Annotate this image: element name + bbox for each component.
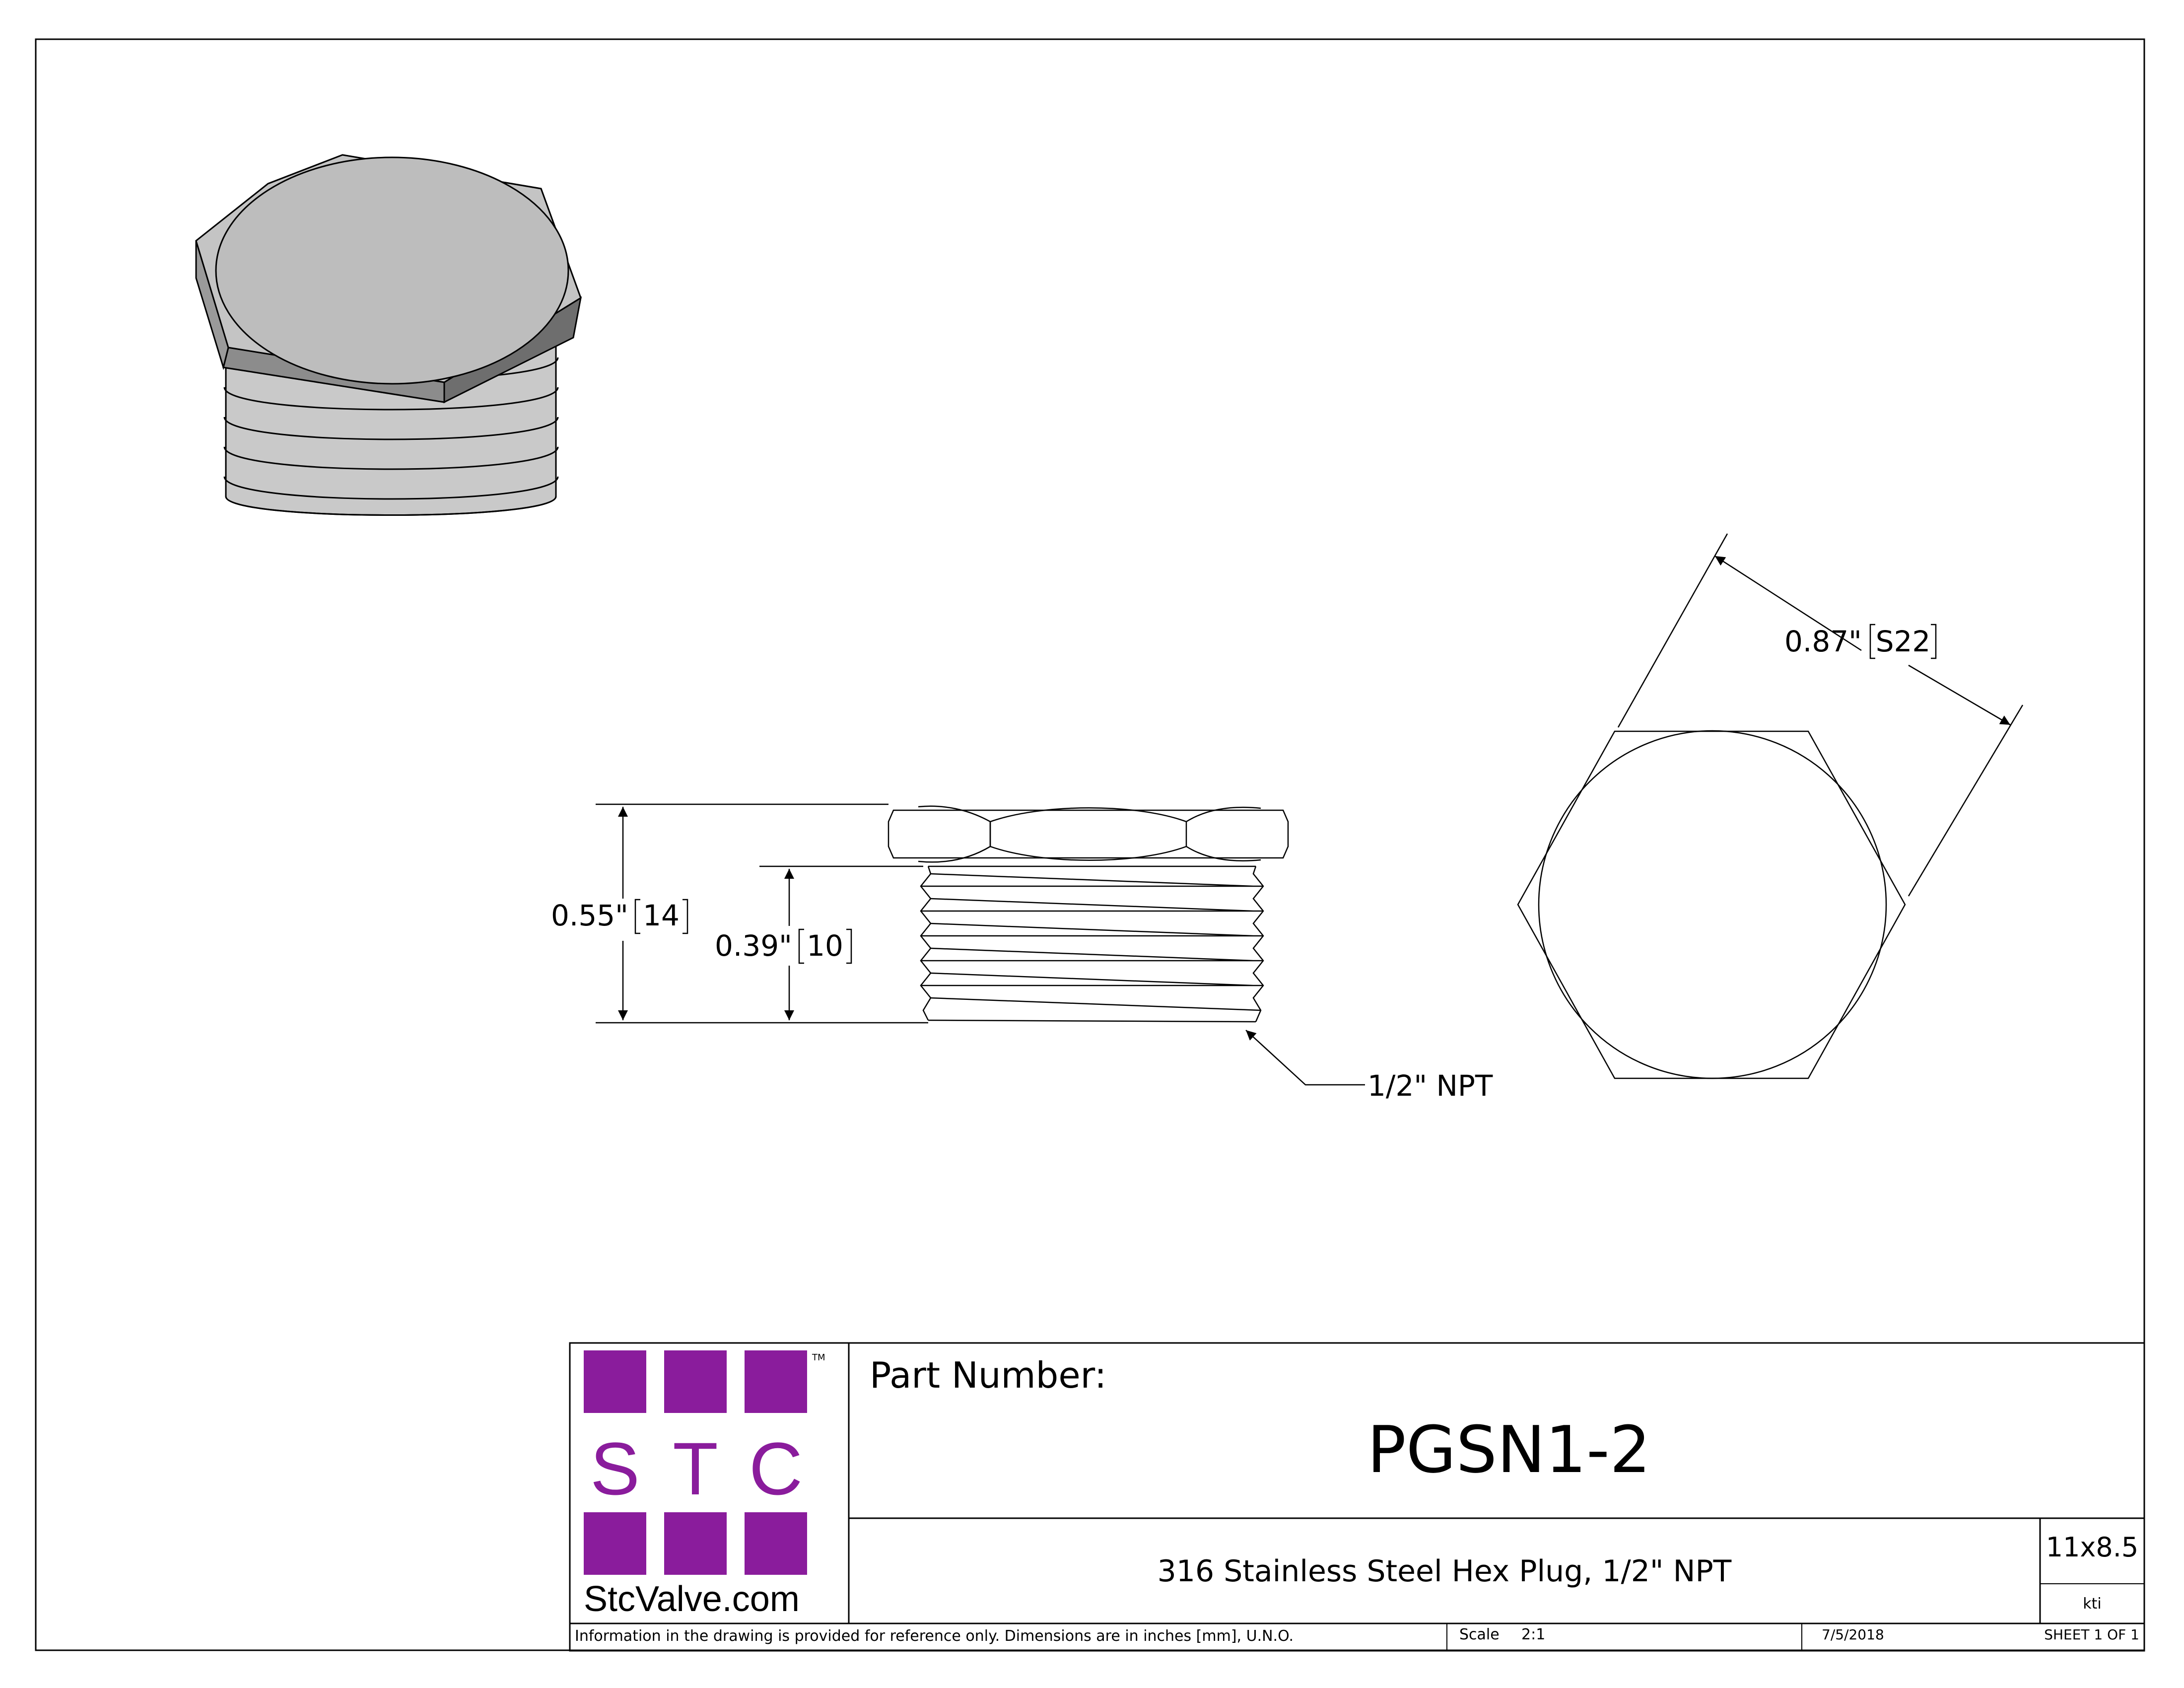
logo-trademark: TM	[812, 1352, 825, 1363]
scale-value: 2:1	[1521, 1626, 1545, 1643]
drawing-date: 7/5/2018	[1822, 1626, 1884, 1643]
part-description: 316 Stainless Steel Hex Plug, 1/2" NPT	[1158, 1554, 1732, 1589]
side-thread-profile	[920, 866, 1264, 1022]
drawn-by: kti	[2083, 1595, 2101, 1613]
logo-square	[584, 1512, 646, 1575]
logo-square	[584, 1350, 646, 1413]
thread-length-label: 0.39" 10	[715, 928, 852, 964]
logo-letter-c: C	[749, 1427, 803, 1510]
sheet-size: 11x8.5	[2046, 1532, 2139, 1563]
scale-label: Scale	[1459, 1626, 1500, 1643]
iso-hex-head	[195, 154, 582, 404]
part-number-label: Part Number:	[870, 1354, 1106, 1396]
hex-flats-mm: S22	[1876, 625, 1931, 658]
logo-square	[664, 1512, 727, 1575]
overall-height-value: 0.55"	[551, 899, 628, 932]
hex-flats-label: 0.87" S22	[1784, 624, 1937, 659]
isometric-view	[195, 154, 582, 516]
logo-square	[745, 1350, 807, 1413]
hex-flats-dim-line	[1714, 555, 1862, 651]
logo-letter-t: T	[673, 1427, 718, 1510]
logo-letter-s: S	[590, 1427, 640, 1510]
top-view	[1517, 533, 2024, 1079]
part-number: PGSN1-2	[1367, 1412, 1650, 1487]
disclaimer: Information in the drawing is provided f…	[575, 1627, 1294, 1645]
side-view	[596, 803, 1365, 1086]
side-hex-head	[887, 809, 1289, 859]
logo-square	[745, 1512, 807, 1575]
logo-website: StcValve.com	[584, 1579, 800, 1619]
thread-length-value: 0.39"	[715, 929, 792, 963]
overall-height-label: 0.55" 14	[551, 899, 688, 934]
top-hex-inscribed-circle	[1538, 730, 1887, 1079]
npt-leader	[1245, 1030, 1365, 1086]
thread-length-mm: 10	[807, 929, 843, 963]
title-block	[569, 1342, 2145, 1652]
logo-square	[664, 1350, 727, 1413]
thread-callout: 1/2" NPT	[1367, 1069, 1493, 1103]
overall-height-mm: 14	[643, 899, 680, 932]
stc-logo: S T C TM StcValve.com	[584, 1350, 825, 1619]
hex-flats-value: 0.87"	[1784, 625, 1862, 658]
top-hex-outline	[1517, 730, 1906, 1079]
sheet-number: SHEET 1 OF 1	[2044, 1626, 2139, 1643]
